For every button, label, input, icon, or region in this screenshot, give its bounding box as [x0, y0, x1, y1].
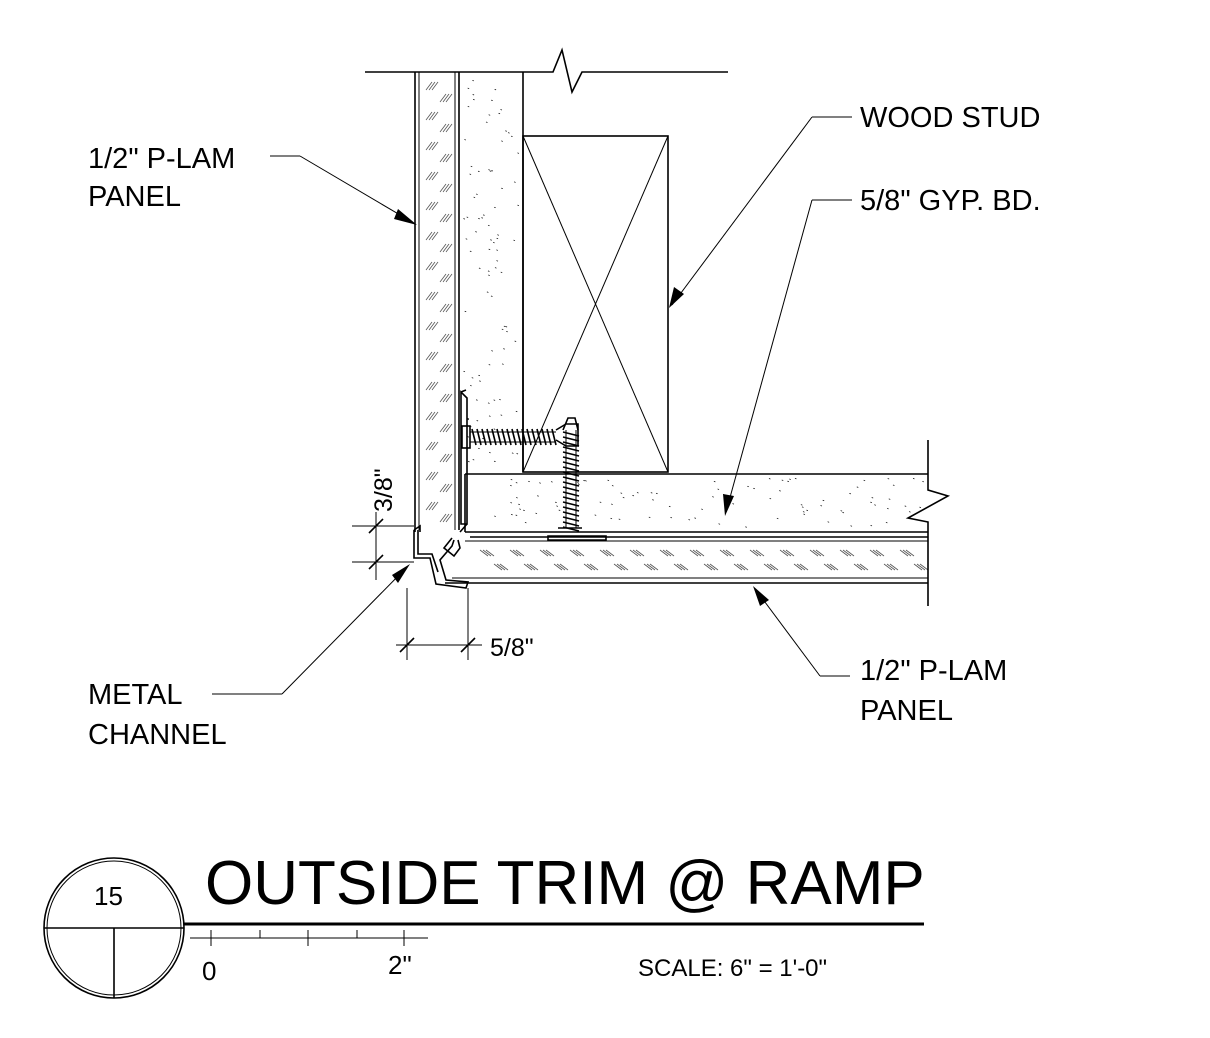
scale-bar [190, 930, 428, 946]
scale-text: SCALE: 6" = 1'-0" [638, 955, 827, 982]
leader-wood-stud [669, 116, 852, 308]
leader-metal-channel [212, 564, 410, 695]
scale-bar-end: 2" [388, 950, 412, 980]
metal-channel [413, 524, 470, 589]
vertical-gyp-board [463, 72, 524, 472]
label-plam-top-line2: PANEL [88, 181, 181, 213]
horizontal-plam-panel [445, 536, 929, 584]
detail-title: OUTSIDE TRIM @ RAMP [205, 849, 925, 918]
label-metal-channel-line2: CHANNEL [88, 719, 227, 751]
corner-clip [459, 389, 468, 533]
wood-stud [522, 135, 669, 473]
right-break-line [905, 440, 951, 606]
dim-3-8 [352, 512, 414, 580]
leader-plam-top [270, 155, 417, 225]
scale-bar-start: 0 [202, 956, 216, 986]
top-break-line [365, 47, 728, 95]
leader-plam-bottom [753, 586, 850, 677]
dim-horizontal-label: 5/8" [490, 634, 534, 662]
label-metal-channel-line1: METAL [88, 679, 183, 711]
horizontal-gyp-board [464, 473, 928, 533]
vertical-screw [547, 417, 607, 541]
detail-number: 15 [94, 881, 123, 911]
label-plam-bottom-line2: PANEL [860, 695, 953, 727]
leader-gyp-bd [723, 199, 852, 516]
detail-bubble [43, 857, 185, 999]
label-plam-top-line1: 1/2" P-LAM [88, 143, 235, 175]
dim-5-8 [396, 588, 482, 660]
label-plam-bottom-line1: 1/2" P-LAM [860, 655, 1007, 687]
label-gyp-bd: 5/8" GYP. BD. [860, 185, 1041, 217]
horizontal-screw [461, 423, 579, 449]
dim-vertical-label: 3/8" [370, 468, 398, 512]
label-wood-stud: WOOD STUD [860, 102, 1040, 134]
vertical-plam-panel [414, 72, 460, 532]
